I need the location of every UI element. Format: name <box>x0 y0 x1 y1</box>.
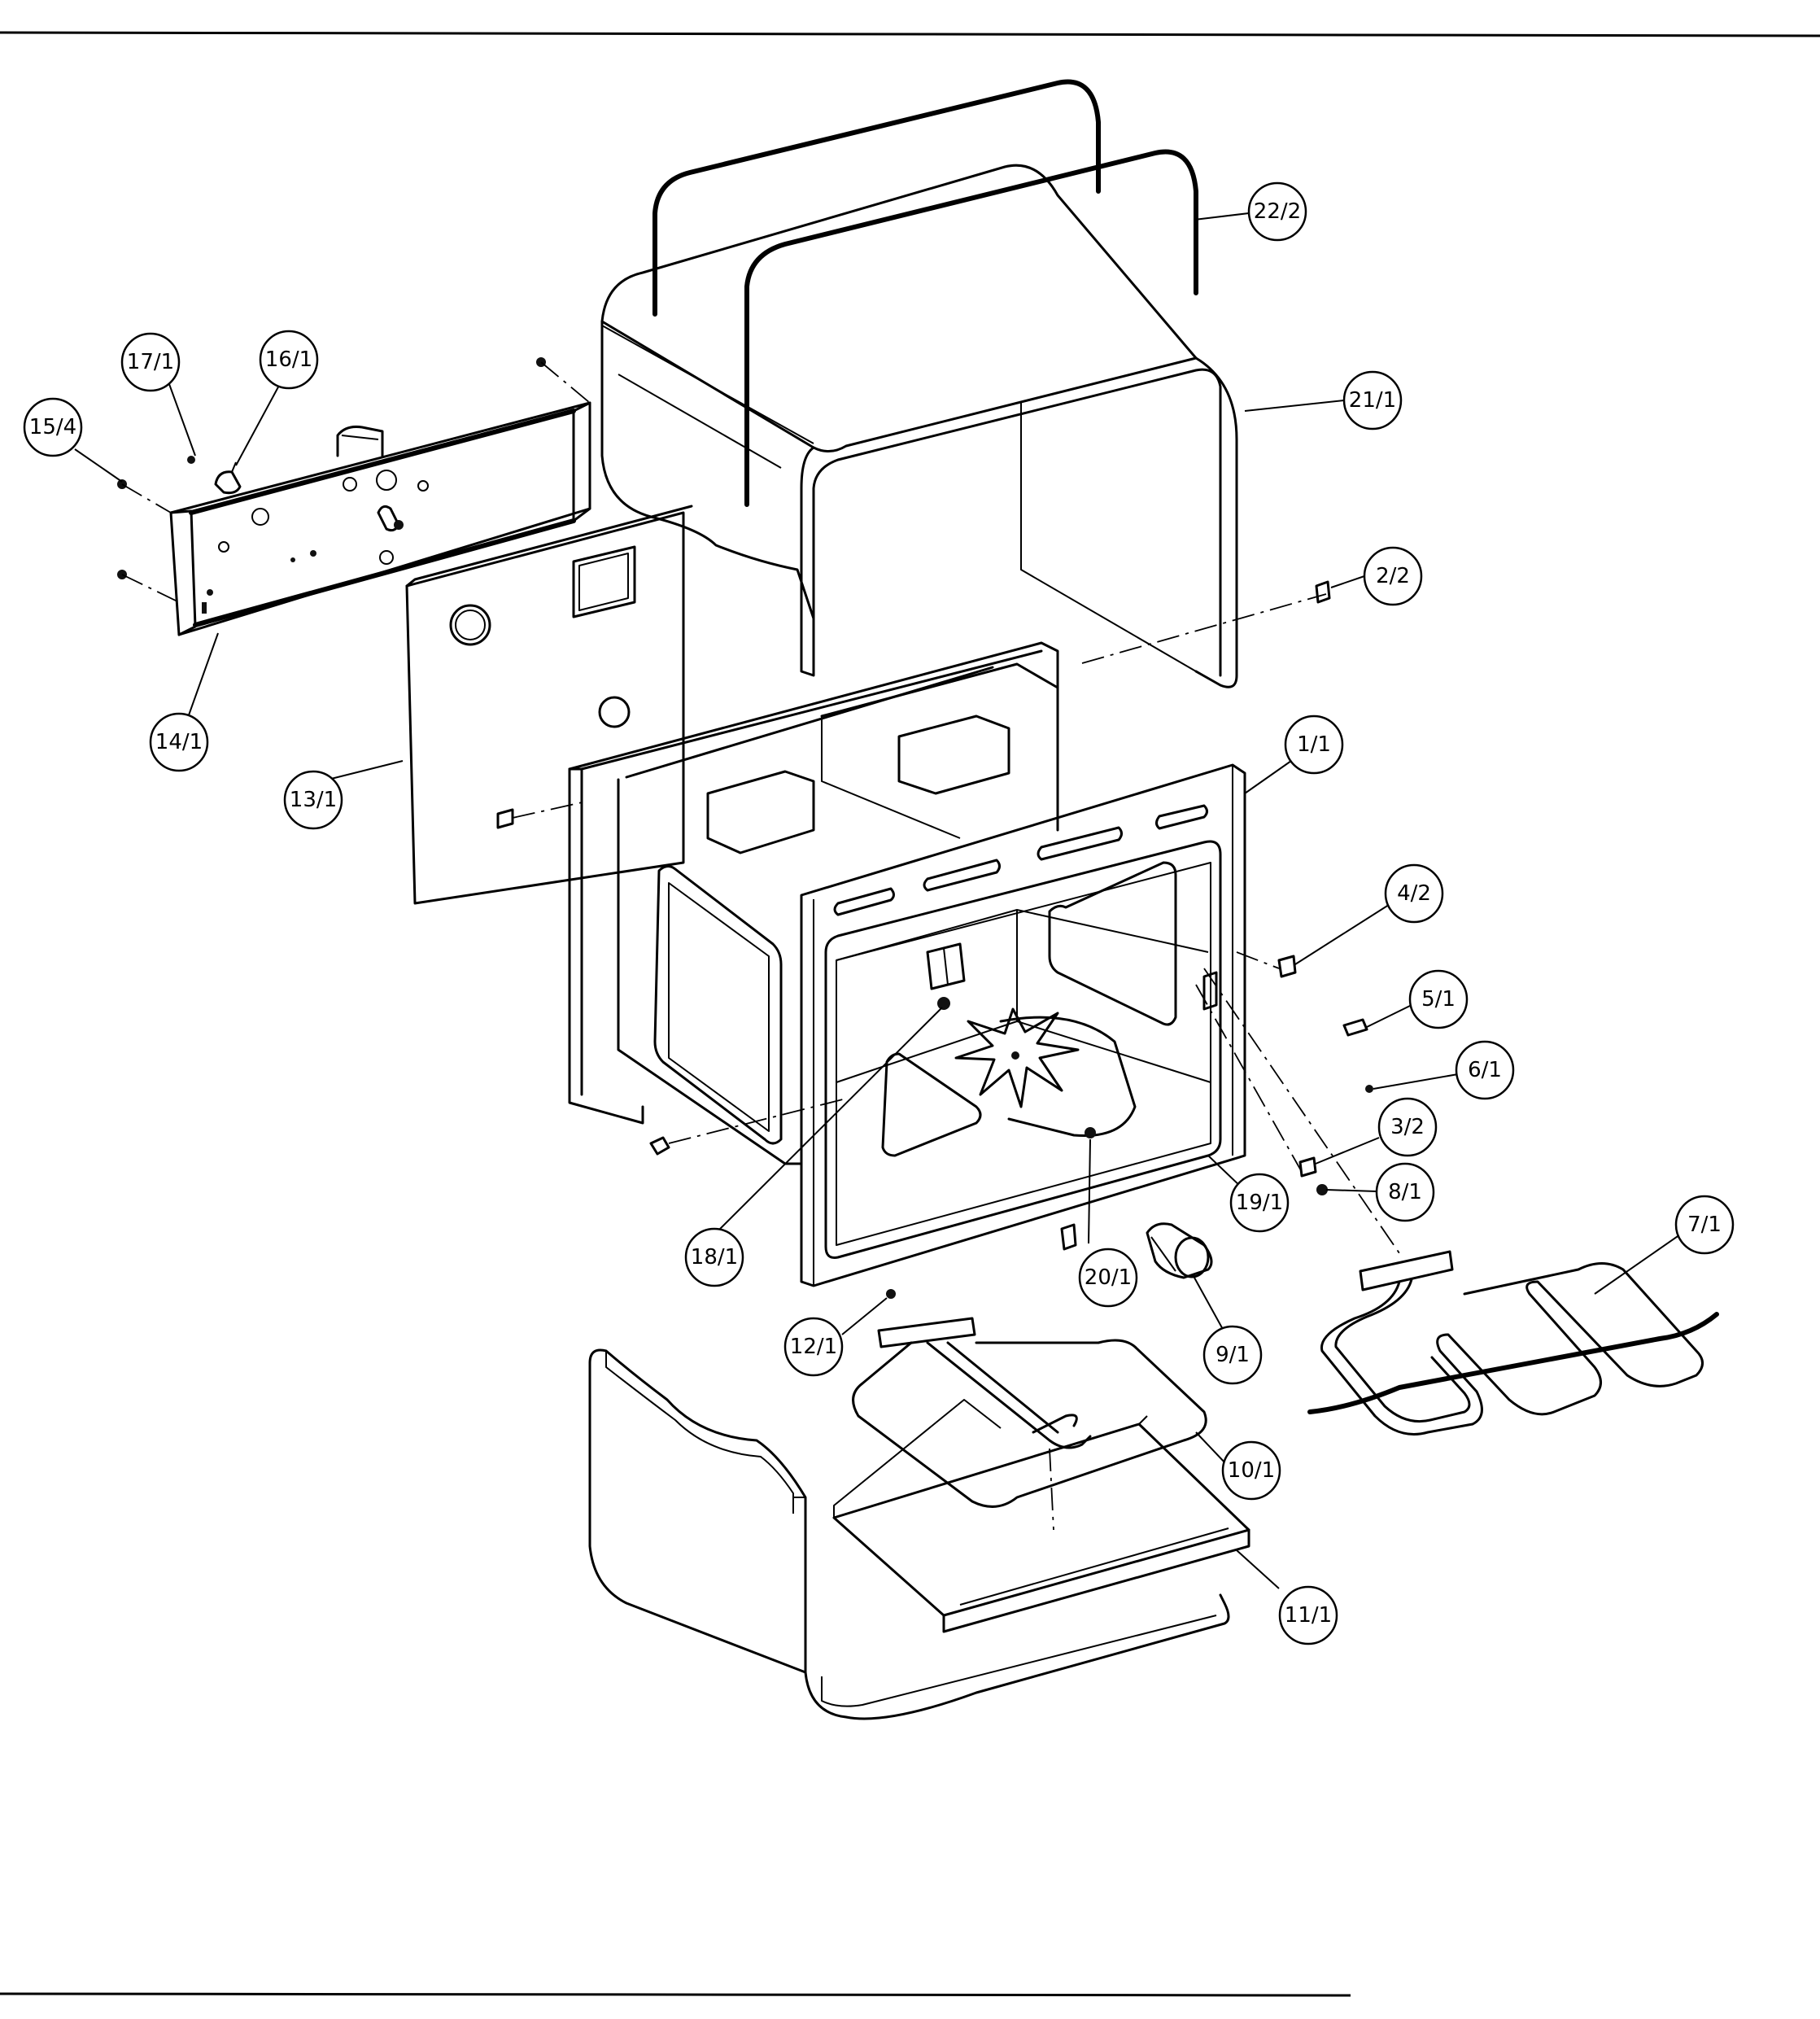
callout-20-1: 20/1 <box>1078 1248 1138 1308</box>
callout-13-1: 13/1 <box>283 770 343 830</box>
part-label: 3/2 <box>1390 1115 1425 1139</box>
part-label: 13/1 <box>290 788 337 812</box>
callout-16-1: 16/1 <box>259 330 319 390</box>
part-label: 5/1 <box>1421 987 1456 1012</box>
part-label: 7/1 <box>1687 1213 1722 1237</box>
bottom-element-part <box>852 1289 1207 1531</box>
part-label: 9/1 <box>1216 1343 1250 1367</box>
bottom-casing-part <box>588 1348 1230 1720</box>
inner-casing-part <box>600 164 1238 688</box>
callout-14-1: 14/1 <box>149 712 209 772</box>
grill-element-part <box>1307 1250 1719 1436</box>
callout-21-1: 21/1 <box>1342 370 1403 430</box>
callout-6-1: 6/1 <box>1455 1040 1515 1100</box>
control-panel-board-part <box>117 357 591 636</box>
callout-2-2: 2/2 <box>1363 546 1423 606</box>
callout-15-4: 15/4 <box>23 397 83 457</box>
bottom-border-line <box>0 1992 1351 1997</box>
oven-cavity-part <box>568 593 1327 1287</box>
callout-19-1: 19/1 <box>1229 1173 1290 1233</box>
callout-8-1: 8/1 <box>1375 1162 1435 1222</box>
back-panel-part <box>405 505 693 905</box>
callout-17-1: 17/1 <box>120 332 181 392</box>
callout-4-2: 4/2 <box>1384 863 1444 924</box>
callout-22-2: 22/2 <box>1247 181 1307 242</box>
part-label: 6/1 <box>1468 1058 1502 1082</box>
part-label: 15/4 <box>29 415 76 439</box>
part-label: 8/1 <box>1388 1180 1422 1204</box>
part-label: 10/1 <box>1228 1458 1275 1483</box>
bottom-tray-part <box>832 1399 1250 1633</box>
callout-7-1: 7/1 <box>1674 1195 1735 1255</box>
callout-12-1: 12/1 <box>783 1317 844 1377</box>
fixings-parts <box>1195 580 1400 1254</box>
part-label: 17/1 <box>127 350 174 374</box>
part-label: 14/1 <box>155 730 203 754</box>
part-label: 12/1 <box>790 1335 837 1359</box>
part-label: 21/1 <box>1349 388 1396 413</box>
part-label: 22/2 <box>1254 199 1301 224</box>
part-label: 19/1 <box>1236 1191 1283 1215</box>
part-label: 18/1 <box>691 1245 738 1270</box>
part-label: 4/2 <box>1397 881 1431 906</box>
top-border-line <box>0 31 1820 37</box>
callout-11-1: 11/1 <box>1278 1585 1338 1645</box>
leader-lines <box>74 212 1683 1589</box>
callout-5-1: 5/1 <box>1408 969 1469 1029</box>
callout-3-2: 3/2 <box>1377 1097 1438 1157</box>
part-label: 1/1 <box>1297 732 1331 757</box>
callout-1-1: 1/1 <box>1284 715 1344 775</box>
callout-9-1: 9/1 <box>1202 1325 1263 1385</box>
outer-casing-part <box>652 79 1198 507</box>
callout-10-1: 10/1 <box>1221 1440 1281 1501</box>
part-label: 2/2 <box>1376 564 1410 588</box>
oven-lamp-part <box>1146 1222 1213 1279</box>
callout-18-1: 18/1 <box>684 1227 744 1287</box>
part-label: 16/1 <box>265 347 312 372</box>
part-label: 20/1 <box>1085 1265 1132 1290</box>
part-label: 11/1 <box>1285 1603 1332 1628</box>
